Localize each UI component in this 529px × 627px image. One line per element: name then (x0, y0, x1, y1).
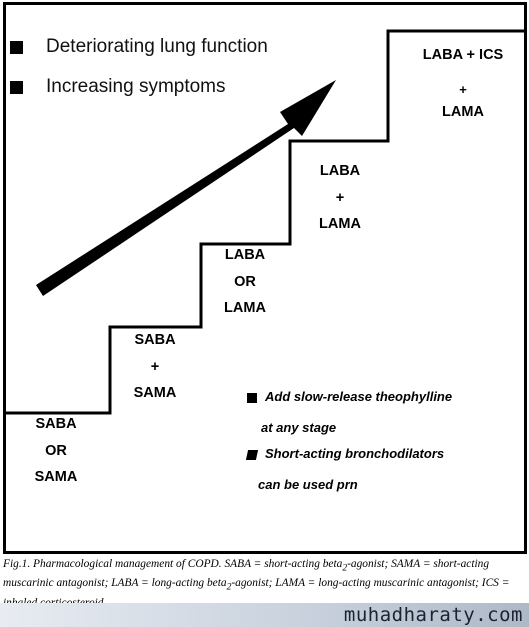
step-4-line-3: LAMA (319, 216, 361, 232)
step-3-line-1: LABA (224, 247, 266, 263)
note-text: Short-acting bronchodilators (265, 446, 445, 461)
legend-item-lung-function: Deteriorating lung function (10, 36, 268, 58)
step-3-label: LABA OR LAMA (208, 248, 282, 316)
legend-item-symptoms: Increasing symptoms (10, 76, 226, 98)
step-4-label: LABA + LAMA (300, 164, 380, 232)
legend-label: Deteriorating lung function (46, 36, 268, 57)
legend-label: Increasing symptoms (46, 76, 226, 97)
step-5-label: LABA + ICS + LAMA (405, 48, 521, 119)
caption-subscript: 2 (226, 582, 232, 593)
legend-square-icon (10, 40, 23, 54)
step-4-line-1: LABA (319, 163, 361, 179)
note-text: can be used prn (258, 477, 358, 492)
staircase-line (6, 29, 524, 415)
increase-arrow (36, 80, 336, 296)
step-2-line-3: SAMA (133, 385, 177, 401)
note-any-stage: at any stage (261, 420, 336, 435)
step-1-line-3: SAMA (34, 469, 78, 485)
figure-frame (3, 2, 527, 554)
step-2-line-2: + (150, 358, 160, 375)
step-1-line-2: OR (45, 442, 67, 459)
bullet-square-icon (247, 392, 257, 403)
note-text: Add slow-release theophylline (265, 389, 453, 404)
caption-part: -agonist; SAMA = short-acting muscarinic… (3, 558, 490, 590)
step-2-line-1: SABA (134, 332, 176, 348)
step-1-line-1: SABA (35, 416, 77, 432)
step-4-line-2: + (335, 189, 345, 206)
bullet-square-icon (245, 449, 259, 460)
watermark: muhadharaty.com (343, 604, 523, 626)
step-5-line-1: LABA + ICS (422, 47, 504, 63)
caption-subscript: 2 (342, 563, 348, 574)
footer-bar (0, 603, 529, 627)
note-text: at any stage (261, 420, 337, 435)
legend-square-icon (10, 80, 23, 94)
step-1-label: SABA OR SAMA (20, 417, 92, 485)
step-3-line-3: LAMA (224, 300, 266, 316)
step-5-line-2: + (459, 81, 467, 97)
note-theophylline: Add slow-release theophylline (247, 389, 452, 404)
caption-part: Fig.1. Pharmacological management of COP… (3, 558, 343, 570)
step-3-line-2: OR (234, 273, 256, 290)
note-prn: can be used prn (258, 477, 358, 492)
step-2-label: SABA + SAMA (118, 333, 192, 401)
note-short-acting: Short-acting bronchodilators (245, 446, 445, 461)
staircase-diagram (6, 29, 524, 415)
step-5-line-3: LAMA (442, 103, 484, 120)
